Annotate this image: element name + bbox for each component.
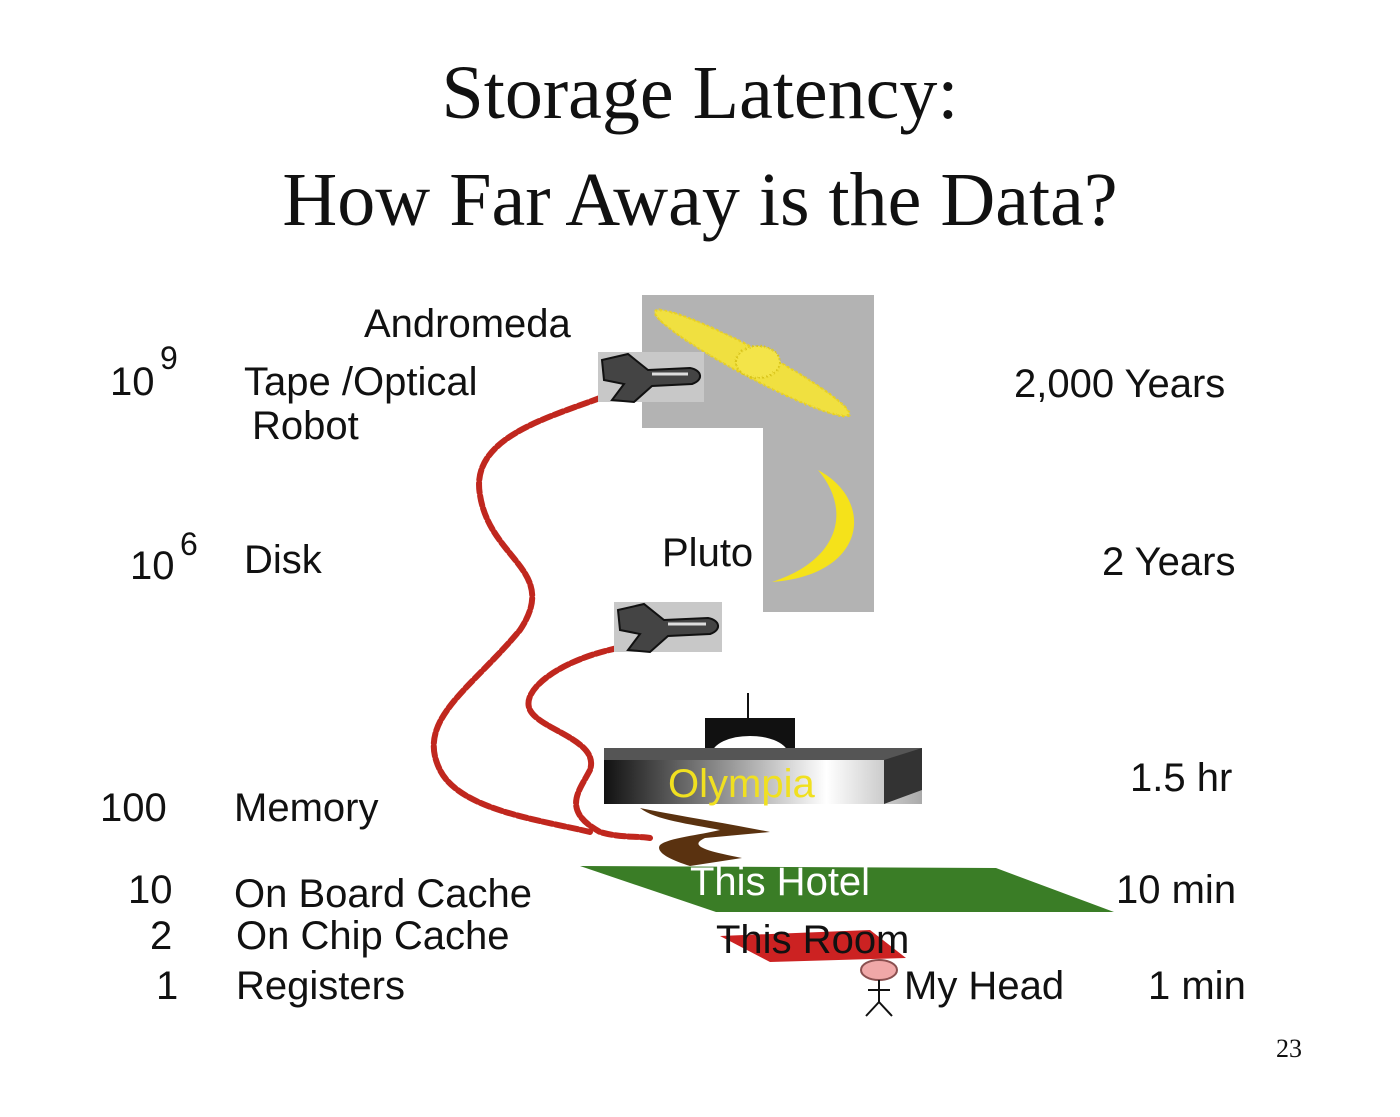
- exponent-tape: 9: [160, 342, 178, 374]
- analogy-olympia: Olympia: [668, 762, 815, 806]
- time-disk: 2 Years: [1102, 540, 1235, 584]
- time-registers: 1 min: [1148, 964, 1246, 1008]
- magnitude-memory: 100: [100, 786, 167, 830]
- shuttle-icon: [614, 602, 722, 652]
- time-memory: 1.5 hr: [1130, 756, 1232, 800]
- road: [640, 808, 770, 866]
- magnitude-tape: 10: [110, 360, 155, 404]
- magnitude-board-cache: 10: [128, 868, 173, 912]
- stick-figure-icon: [861, 960, 897, 1016]
- slide-number: 23: [1276, 1036, 1302, 1062]
- time-board-cache: 10 min: [1116, 868, 1236, 912]
- analogy-this-room: This Room: [716, 918, 909, 962]
- level-disk: Disk: [244, 538, 322, 582]
- time-tape: 2,000 Years: [1014, 362, 1225, 406]
- magnitude-chip-cache: 2: [150, 914, 172, 958]
- analogy-andromeda: Andromeda: [364, 302, 571, 346]
- analogy-pluto: Pluto: [662, 531, 753, 575]
- analogy-this-hotel: This Hotel: [690, 860, 870, 904]
- level-tape-line1: Tape /Optical: [244, 360, 477, 404]
- level-registers: Registers: [236, 964, 405, 1008]
- magnitude-disk: 10: [130, 544, 175, 588]
- level-memory: Memory: [234, 786, 378, 830]
- level-chip-cache: On Chip Cache: [236, 914, 509, 958]
- level-board-cache: On Board Cache: [234, 872, 532, 916]
- exponent-disk: 6: [180, 528, 198, 560]
- shuttle-icon: [598, 352, 704, 402]
- level-tape-line2: Robot: [252, 404, 359, 448]
- magnitude-registers: 1: [156, 964, 178, 1008]
- analogy-my-head: My Head: [904, 964, 1064, 1008]
